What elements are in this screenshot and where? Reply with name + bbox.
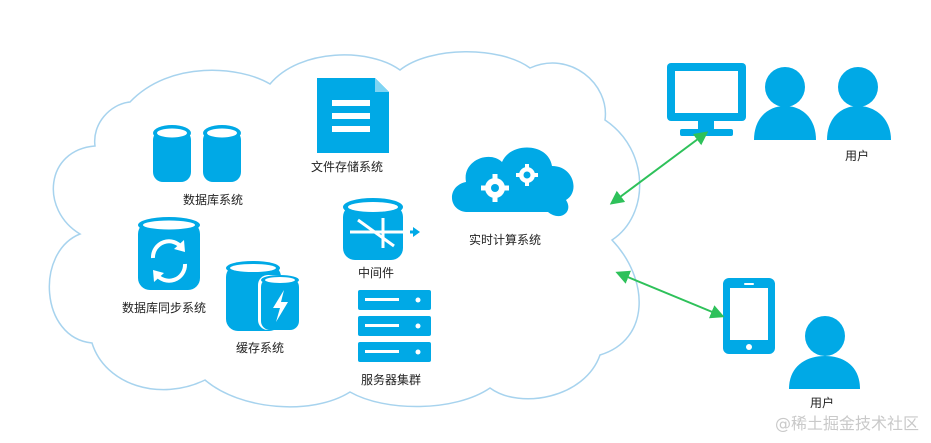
arrow-mobile-link xyxy=(615,270,725,319)
user-mobile-label: 用户 xyxy=(810,396,835,410)
database-icon xyxy=(153,125,241,182)
file-storage-label: 文件存储系统 xyxy=(311,160,384,174)
mobile-phone-icon xyxy=(723,278,775,354)
middleware-label: 中间件 xyxy=(358,266,395,280)
cloud-gear-icon xyxy=(451,147,574,217)
watermark: @稀土掘金技术社区 xyxy=(774,414,919,433)
cache-label: 缓存系统 xyxy=(236,341,285,355)
monitor-icon xyxy=(667,63,746,136)
user-desktop-label: 用户 xyxy=(845,149,870,163)
arrow-desktop-link xyxy=(609,131,709,205)
db-sync-label: 数据库同步系统 xyxy=(122,301,207,315)
user-group-icon xyxy=(754,67,891,140)
user-icon xyxy=(789,316,860,389)
document-icon xyxy=(317,78,389,153)
server-rack-icon xyxy=(358,290,431,362)
cache-database-icon xyxy=(226,261,300,331)
middleware-icon xyxy=(343,198,420,260)
server-cluster-label: 服务器集群 xyxy=(361,373,422,387)
sync-database-icon xyxy=(138,217,200,290)
realtime-compute-label: 实时计算系统 xyxy=(469,233,542,247)
database-system-label: 数据库系统 xyxy=(183,193,244,207)
